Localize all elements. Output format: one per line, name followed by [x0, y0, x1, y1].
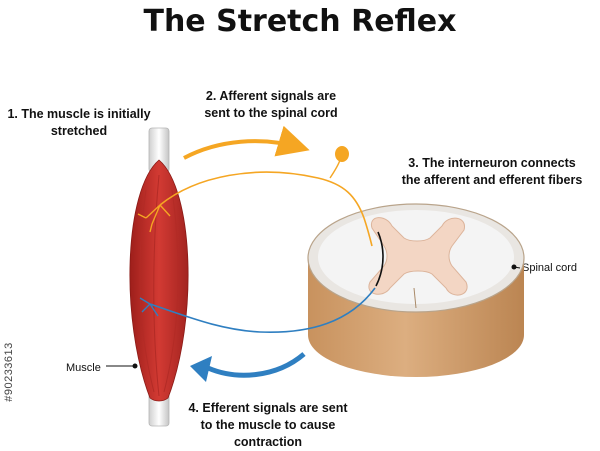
- efferent-branch: [139, 297, 159, 317]
- step-1-line-2: stretched: [50, 124, 108, 138]
- muscle-fiber: [139, 189, 155, 393]
- step-1-line-1: 1. The muscle is initially: [7, 107, 151, 121]
- step-3-line-1: 3. The interneuron connects: [408, 156, 576, 170]
- efferent-arrow-shaft: [207, 352, 306, 378]
- muscle-label: Muscle: [66, 362, 101, 374]
- muscle-fiber: [153, 174, 160, 397]
- step-1-label: 1. The muscle is initially stretched: [4, 106, 154, 140]
- diagram-title: The Stretch Reflex: [143, 4, 457, 39]
- afferent-branch: [137, 204, 171, 233]
- spinal-cord-pointer: [513, 266, 521, 269]
- grey-matter: [368, 217, 468, 296]
- step-2-label: 2. Afferent signals are sent to the spin…: [196, 88, 346, 122]
- spinal-cord: [307, 203, 525, 377]
- step-3-line-2: the afferent and efferent fibers: [401, 173, 583, 187]
- dorsal-root-ganglion-cell: [335, 146, 349, 162]
- efferent-arrow-head: [190, 356, 212, 382]
- step-4-line-2: to the muscle to cause: [200, 418, 336, 432]
- afferent-arrow: [183, 125, 310, 160]
- muscle-fiber: [163, 189, 179, 393]
- afferent-cell-stalk: [329, 159, 341, 179]
- efferent-fiber: [149, 287, 376, 334]
- spinal-cord-label: Spinal cord: [522, 262, 578, 274]
- efferent-neuron: [139, 287, 376, 382]
- step-4-line-1: 4. Efferent signals are sent: [188, 401, 348, 415]
- central-groove: [413, 287, 417, 309]
- muscle-belly: [129, 159, 189, 402]
- interneuron: [375, 231, 384, 287]
- afferent-neuron: [137, 125, 373, 247]
- muscle: [106, 127, 189, 427]
- step-2-line-2: sent to the spinal cord: [204, 106, 338, 120]
- afferent-fiber: [159, 171, 373, 247]
- step-2-line-1: 2. Afferent signals are: [205, 89, 337, 103]
- step-3-label: 3. The interneuron connects the afferent…: [396, 155, 588, 189]
